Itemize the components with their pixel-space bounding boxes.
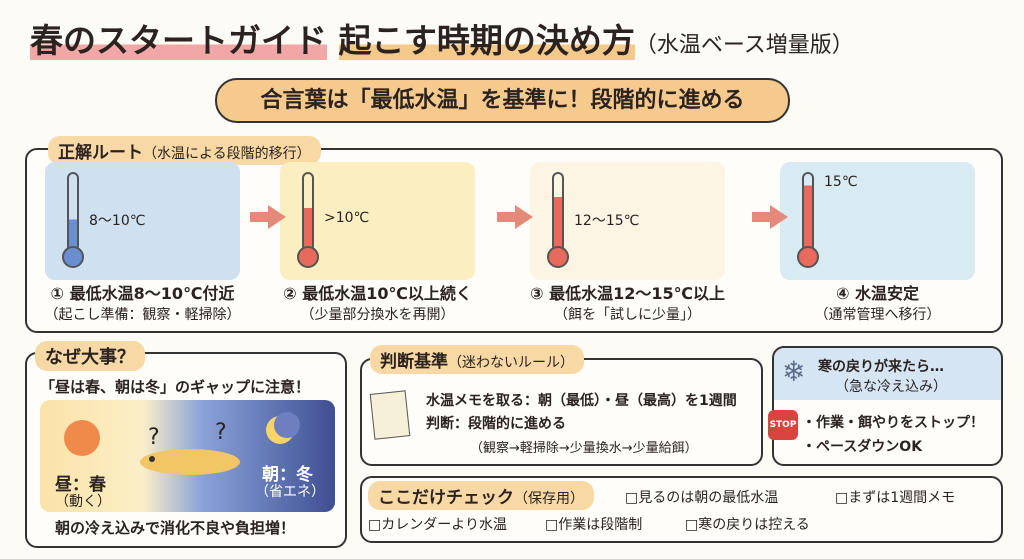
morning-label: 朝：冬 [262,465,313,485]
morning-note: （省エネ） [255,484,325,500]
notepad-icon [369,390,411,440]
cold-title: 寒の戻りが来たら… [818,359,944,375]
criteria-line3: （観察→軽掃除→少量換水→少量給餌） [470,441,698,456]
day-note: （動く） [55,494,111,510]
title-part2: 起こす時期の決め方 [338,21,635,60]
cold-sub: （急な冷え込み） [835,379,947,395]
criteria-heading-text: 判断基準 [380,352,448,372]
checklist-heading: ここだけチェック（保存用） [368,481,594,510]
cold-snap-panel [772,346,1003,466]
page-title: 春のスタートガイド 起こす時期の決め方（水温ベース増量版） [30,14,854,62]
thermometer-icon [67,172,79,252]
motto-banner: 合言葉は「最低水温」を基準に！段階的に進める [215,78,790,123]
step-note: （通常管理へ移行） [814,307,941,323]
step-label: ③ 最低水温12〜15℃以上 [529,284,726,303]
checklist-item[interactable]: □見るのは朝の最低水温 [625,490,779,506]
checklist-item[interactable]: □まずは1週間メモ [835,490,956,506]
why-heading: なぜ大事？ [35,341,145,371]
question-mark: ? [148,425,160,450]
route-step: 15℃ ④ 水温安定 （通常管理へ移行） [770,162,985,323]
stop-text: STOP [769,420,797,430]
day-label: 昼：春 [55,475,106,495]
step-note: （起こし準備：観察・軽掃除） [44,307,241,323]
stop-sign-icon: STOP [768,410,798,440]
step-illustration: >10℃ [280,162,475,280]
arrow-icon [250,205,286,229]
title-part3: （水温ベース増量版） [634,33,854,58]
route-heading-text: 正解ルート [58,143,143,163]
route-step: >10℃ ② 最低水温10℃以上続く （少量部分換水を再開） [270,162,485,323]
step-illustration: 15℃ [780,162,975,280]
thermometer-bulb [62,246,84,268]
cold-item: ・ペースダウンOK [802,439,923,455]
step-illustration: 8〜10℃ [45,162,240,280]
step-illustration: 12〜15℃ [530,162,725,280]
criteria-line1: 水温メモを取る：朝（最低）・昼（最高）を1週間 [426,393,737,409]
thermometer-bulb [547,246,569,268]
cold-item: ・作業・餌やりをストップ！ [802,415,984,431]
checklist-heading-text: ここだけチェック [378,488,514,508]
sun-moon-fish-icon [64,412,300,475]
thermometer-icon [802,172,814,252]
route-step: 12〜15℃ ③ 最低水温12〜15℃以上 （餌を「試しに少量」） [520,162,735,323]
arrow-icon [752,205,788,229]
step-temp: 12〜15℃ [574,213,640,229]
route-step: 8〜10℃ ① 最低水温8〜10℃付近 （起こし準備：観察・軽掃除） [35,162,250,323]
step-label: ① 最低水温8〜10℃付近 [50,284,235,303]
checklist-item[interactable]: □寒の戻りは控える [685,517,810,533]
criteria-heading: 判断基準（迷わないルール） [370,345,584,374]
step-note: （餌を「試しに少量」） [554,307,701,323]
question-mark: ? [215,420,227,445]
why-footer: 朝の冷え込みで消化不良や負担増！ [55,519,296,537]
step-temp: 8〜10℃ [89,213,146,229]
checklist-item[interactable]: □作業は段階制 [545,517,643,533]
thermometer-bulb [797,246,819,268]
step-temp: >10℃ [324,210,370,226]
snowflake-icon: ❄ [782,355,806,388]
route-heading: 正解ルート（水温による段階的移行） [48,136,321,165]
thermometer-bulb [297,246,319,268]
route-heading-note: （水温による段階的移行） [143,146,311,162]
checklist-item[interactable]: □カレンダーより水温 [368,517,507,533]
why-lead: 「昼は春、朝は冬」のギャップに注意！ [40,378,311,396]
checklist-heading-note: （保存用） [514,491,584,507]
criteria-line2: 判断：段階的に進める [426,416,566,432]
step-note: （少量部分換水を再開） [300,307,455,323]
step-label: ② 最低水温10℃以上続く [283,284,472,303]
thermometer-icon [302,172,314,252]
step-label: ④ 水温安定 [835,284,920,303]
criteria-heading-note: （迷わないルール） [448,355,574,371]
thermometer-icon [552,172,564,252]
title-part1: 春のスタートガイド [30,21,327,60]
day-night-illustration [40,400,335,512]
arrow-icon [497,205,533,229]
step-temp: 15℃ [824,174,858,190]
